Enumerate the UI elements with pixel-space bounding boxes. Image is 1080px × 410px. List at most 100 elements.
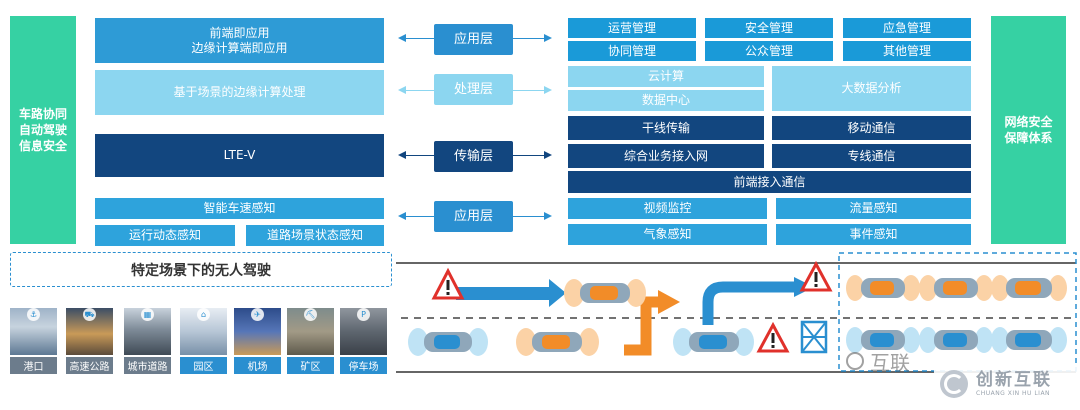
scenario-tile-mine: ⛏ 矿区 <box>287 308 334 374</box>
box-mobile: 移动通信 <box>772 116 971 140</box>
label-other-mgmt: 其他管理 <box>882 43 931 58</box>
box-flow: 流量感知 <box>776 198 971 219</box>
label-weather: 气象感知 <box>643 227 692 241</box>
box-dedicated: 专线通信 <box>772 144 971 168</box>
smart-zone-frame <box>838 252 1077 372</box>
watermark: 互联 <box>846 348 956 375</box>
blue-turn-arrow <box>702 277 814 325</box>
arrowhead-group-processing <box>398 86 552 94</box>
left-dynamic-sense-label: 运行动态感知 <box>128 228 201 242</box>
scenario-title-frame: 特定场景下的无人驾驶 <box>10 252 392 287</box>
layer-application-top-label: 应用层 <box>453 32 493 47</box>
brand-logo: 创新互联 CHUANG XIN HU LIAN <box>934 362 1078 406</box>
warning-sign-3 <box>799 260 833 292</box>
scenario-tile-airport: ✈ 机场 <box>234 308 281 374</box>
left-side-label: 车路协同自动驾驶信息安全 <box>19 107 68 153</box>
warning-sign-2 <box>756 321 790 353</box>
left-ltev-box: LTE-V <box>95 134 384 177</box>
label-video: 视频监控 <box>643 201 692 215</box>
orange-turn-arrow <box>624 290 680 356</box>
parking-label: 停车场 <box>340 357 387 374</box>
arrowhead-right-transmission <box>544 151 552 159</box>
box-weather: 气象感知 <box>568 224 767 245</box>
left-processing-label: 基于场景的边缘计算处理 <box>173 85 306 99</box>
layer-application-bottom-label: 应用层 <box>453 209 493 224</box>
box-security-mgmt: 安全管理 <box>705 18 833 38</box>
box-frontend-access: 前端接入通信 <box>568 171 971 193</box>
layer-application-top: 应用层 <box>434 24 513 55</box>
label-frontend-access: 前端接入通信 <box>733 174 806 189</box>
box-integrated-access: 综合业务接入网 <box>568 144 764 168</box>
parking-icon: P <box>357 308 370 321</box>
arrowhead-right-bottom <box>544 212 552 220</box>
blue-path-arrow <box>456 279 566 307</box>
left-ltev-label: LTE-V <box>223 148 256 162</box>
right-side-label: 网络安全保障体系 <box>1004 115 1053 145</box>
label-coop-mgmt: 协同管理 <box>607 43 656 58</box>
label-incident: 事件感知 <box>849 227 898 241</box>
scenario-tile-campus: ⌂ 园区 <box>180 308 227 374</box>
box-video: 视频监控 <box>568 198 767 219</box>
box-data-center: 数据中心 <box>568 90 764 111</box>
car-platoon-top-2 <box>919 275 993 301</box>
box-public-mgmt: 公众管理 <box>705 41 833 61</box>
arrowhead-group-transmission <box>398 151 552 159</box>
car-blue-2 <box>673 328 754 356</box>
left-dynamic-sense-box: 运行动态感知 <box>95 225 235 246</box>
left-side-column: 车路协同自动驾驶信息安全 <box>10 16 76 244</box>
layer-transmission-label: 传输层 <box>453 149 493 164</box>
box-incident: 事件感知 <box>776 224 971 245</box>
campus-label: 园区 <box>180 357 227 374</box>
left-road-state-box: 道路场景状态感知 <box>246 225 384 246</box>
roadside-unit-tower <box>800 320 828 354</box>
mine-icon: ⛏ <box>304 308 317 321</box>
car-orange-1 <box>516 328 599 356</box>
arrow-heads <box>398 34 552 220</box>
arrowhead-left-top <box>398 34 406 42</box>
box-cloud: 云计算 <box>568 66 764 87</box>
campus-icon: ⌂ <box>197 308 210 321</box>
airport-label: 机场 <box>234 357 281 374</box>
car-platoon-bottom-2 <box>919 327 993 353</box>
label-ops-mgmt: 运营管理 <box>607 20 656 35</box>
watermark-chat-icon <box>846 352 864 370</box>
layer-transmission: 传输层 <box>434 141 513 172</box>
car-orange-2 <box>564 279 646 307</box>
brand-logo-mark <box>940 370 968 398</box>
left-processing-box: 基于场景的边缘计算处理 <box>95 70 384 115</box>
label-big-data: 大数据分析 <box>841 81 902 95</box>
airport-icon: ✈ <box>251 308 264 321</box>
box-big-data: 大数据分析 <box>772 66 971 111</box>
left-app-box: 前端即应用 边缘计算端即应用 <box>95 18 384 63</box>
label-dedicated: 专线通信 <box>847 148 896 163</box>
car-platoon-bottom-3 <box>991 327 1067 353</box>
label-integrated-access: 综合业务接入网 <box>623 148 708 163</box>
right-side-column: 网络安全保障体系 <box>991 16 1066 244</box>
city-road-label: 城市道路 <box>124 357 171 374</box>
highway-icon: ⛟ <box>83 308 96 321</box>
layer-processing-label: 处理层 <box>453 82 493 97</box>
label-security-mgmt: 安全管理 <box>744 20 793 35</box>
box-emergency-mgmt: 应急管理 <box>843 18 971 38</box>
arrowhead-left-processing <box>398 86 406 94</box>
label-emergency-mgmt: 应急管理 <box>882 20 931 35</box>
arrowhead-right-processing <box>544 86 552 94</box>
watermark-text: 互联 <box>870 350 910 375</box>
highway-label: 高速公路 <box>66 357 113 374</box>
box-ops-mgmt: 运营管理 <box>568 18 696 38</box>
arrowhead-group-top <box>398 34 552 42</box>
arrowhead-left-bottom <box>398 212 406 220</box>
scenario-tile-city-road: ▦ 城市道路 <box>124 308 171 374</box>
scenario-tile-parking: P 停车场 <box>340 308 387 374</box>
layer-processing: 处理层 <box>434 74 513 105</box>
box-trunk: 干线传输 <box>568 116 764 140</box>
car-platoon-bottom-1 <box>846 327 920 353</box>
brand-logo-pinyin: CHUANG XIN HU LIAN <box>976 390 1051 397</box>
box-other-mgmt: 其他管理 <box>843 41 971 61</box>
port-label: 港口 <box>10 357 57 374</box>
left-app-line2: 边缘计算端即应用 <box>191 40 288 55</box>
arrowhead-right-top <box>544 34 552 42</box>
arrowhead-group-bottom <box>398 212 552 220</box>
road-scene <box>396 252 1077 373</box>
car-platoon-top-3 <box>991 275 1067 301</box>
